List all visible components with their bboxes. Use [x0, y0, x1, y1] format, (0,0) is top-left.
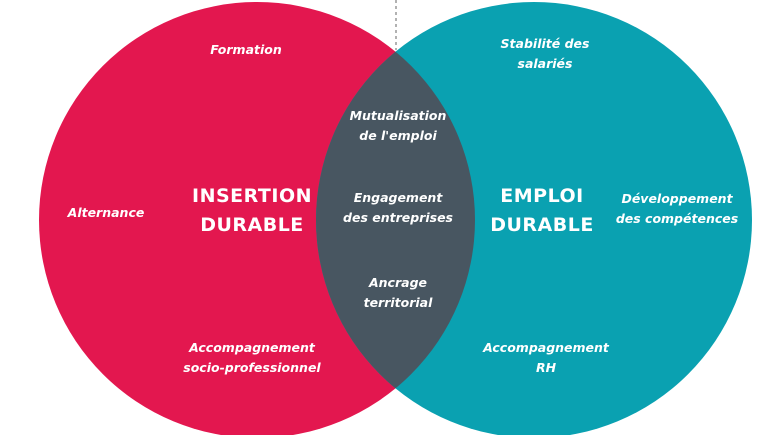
label-alternance: Alternance [67, 205, 145, 220]
overlap-region [316, 2, 475, 435]
label-formation: Formation [210, 42, 282, 57]
